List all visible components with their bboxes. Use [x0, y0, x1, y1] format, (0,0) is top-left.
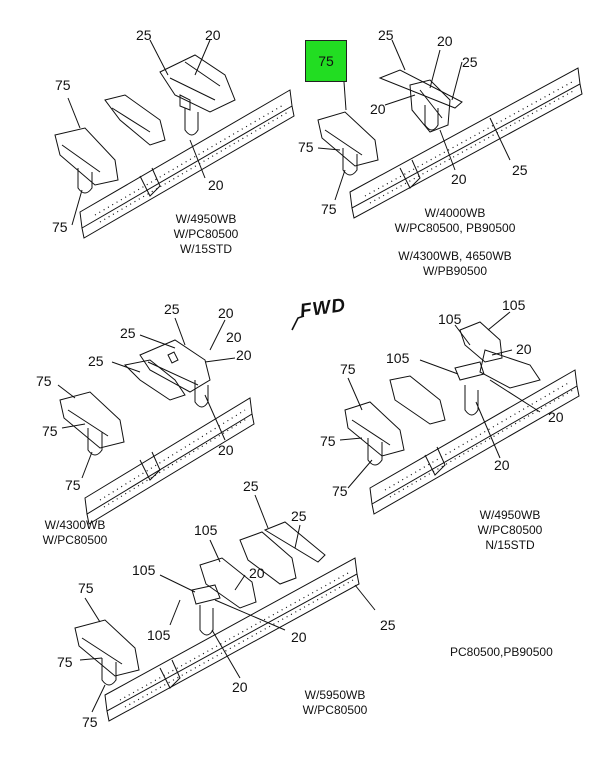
callout-d5-20a: 20 [249, 565, 265, 581]
callout-d2-25c: 25 [512, 162, 528, 178]
diagram-4-frame-rail [369, 369, 580, 515]
callout-d2-75b: 75 [321, 201, 337, 217]
callout-d4-75a: 75 [340, 361, 356, 377]
callout-d5-75a: 75 [78, 580, 94, 596]
diagram-5-frame-rail [104, 557, 360, 722]
callout-d1-75a: 75 [55, 77, 71, 93]
callout-d3-75b: 75 [42, 423, 58, 439]
callout-d3-75a: 75 [36, 373, 52, 389]
diagram-2-brackets [317, 69, 463, 176]
callout-d1-20b: 20 [208, 177, 224, 193]
diagram-3-frame-rail [84, 397, 255, 525]
callout-d4-20a: 20 [516, 341, 532, 357]
callout-d5-105a: 105 [194, 522, 218, 538]
fwd-arrow-icon [291, 315, 305, 331]
callout-d3-75c: 75 [65, 477, 81, 493]
callout-d3-25c: 25 [88, 353, 104, 369]
callout-d1-20a: 20 [205, 27, 221, 43]
callout-d4-20c: 20 [494, 457, 510, 473]
diagram-2-frame-rail [349, 67, 583, 219]
callout-d3-25a: 25 [164, 301, 180, 317]
diagram-5-brackets [74, 521, 326, 686]
callout-d4-105a: 105 [502, 297, 526, 313]
callout-d5-25c: 25 [380, 617, 396, 633]
callout-d2-20b: 20 [370, 101, 386, 117]
callout-d1-25: 25 [136, 27, 152, 43]
callout-d3-20a: 20 [218, 305, 234, 321]
callout-d3-25b: 25 [120, 325, 136, 341]
callout-d3-20d: 20 [218, 442, 234, 458]
callout-d5-25a: 25 [243, 478, 259, 494]
callout-d2-20a: 20 [437, 33, 453, 49]
diagram-3-brackets [59, 339, 211, 456]
diagram-3-leaders [57, 317, 236, 479]
callout-d3-20c: 20 [236, 347, 252, 363]
callout-d3-20b: 20 [226, 329, 242, 345]
callout-d4-75b: 75 [320, 433, 336, 449]
diagram-5-leaders [79, 494, 376, 713]
callout-d4-75c: 75 [332, 483, 348, 499]
callout-d5-75c: 75 [82, 714, 98, 730]
highlighted-part-callout-75[interactable]: 75 [305, 40, 347, 82]
callout-d2-75a: 75 [298, 139, 314, 155]
diagram-4-leaders [339, 311, 541, 489]
diagram-2-leaders [317, 39, 511, 201]
callout-d2-25a: 25 [378, 27, 394, 43]
diagram-1-frame-rail [79, 89, 295, 239]
callout-d5-75b: 75 [57, 654, 73, 670]
callout-d5-105c: 105 [147, 627, 171, 643]
callout-d2-25b: 25 [462, 54, 478, 70]
callout-d4-20b: 20 [548, 409, 564, 425]
footer-model-code: PC80500,PB90500 [450, 645, 553, 659]
callout-d1-75b: 75 [52, 219, 68, 235]
callout-d5-20c: 20 [232, 679, 248, 695]
diagram-1-brackets [54, 54, 236, 194]
callout-d4-105c: 105 [386, 350, 410, 366]
callout-d4-105b: 105 [438, 311, 462, 327]
diagram-4-brackets [344, 321, 541, 466]
callout-d5-25b: 25 [291, 508, 307, 524]
callout-d5-20b: 20 [291, 629, 307, 645]
callout-d2-20c: 20 [451, 171, 467, 187]
callout-d5-105b: 105 [132, 562, 156, 578]
diagram-1-leaders [67, 39, 211, 226]
